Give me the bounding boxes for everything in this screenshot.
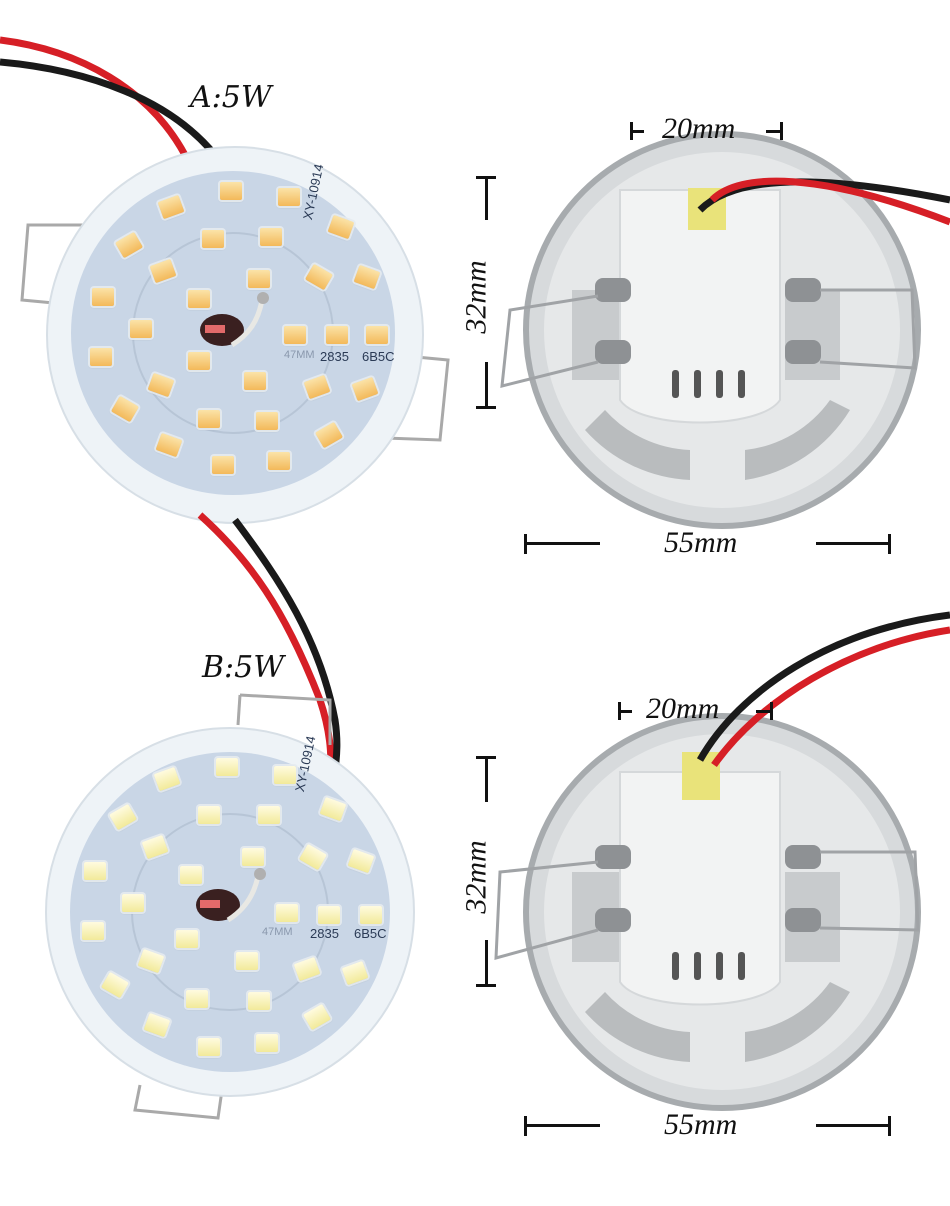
dimension-line bbox=[630, 130, 644, 133]
dimension-tick bbox=[770, 702, 773, 720]
led bbox=[242, 848, 264, 866]
dimension-line bbox=[524, 1124, 600, 1127]
led bbox=[188, 290, 210, 308]
led bbox=[318, 906, 340, 924]
led bbox=[198, 410, 220, 428]
led bbox=[366, 326, 388, 344]
led bbox=[278, 188, 300, 206]
led bbox=[180, 866, 202, 884]
dimension-tick bbox=[476, 406, 496, 409]
led bbox=[260, 228, 282, 246]
dimension-tick bbox=[618, 702, 621, 720]
led bbox=[198, 1038, 220, 1056]
pcb-led-type-marking: 2835 bbox=[310, 926, 339, 941]
led bbox=[176, 930, 198, 948]
dimension-diameter: 55mm bbox=[664, 1108, 738, 1141]
led bbox=[90, 348, 112, 366]
dimension-tick bbox=[630, 122, 633, 140]
led bbox=[212, 456, 234, 474]
dimension-line bbox=[485, 940, 488, 986]
led bbox=[248, 270, 270, 288]
pcb-code-marking: 6B5C bbox=[362, 349, 395, 364]
led bbox=[258, 806, 280, 824]
dimension-width-top: 20mm bbox=[662, 112, 736, 145]
led bbox=[248, 992, 270, 1010]
led bbox=[122, 894, 144, 912]
variant-a-label: A:5W bbox=[190, 80, 272, 115]
led bbox=[186, 990, 208, 1008]
dimension-line bbox=[816, 542, 890, 545]
dimension-tick bbox=[780, 122, 783, 140]
pcb-led-type-marking: 2835 bbox=[320, 349, 349, 364]
dimension-tick bbox=[476, 984, 496, 987]
dimension-line bbox=[485, 362, 488, 408]
led bbox=[244, 372, 266, 390]
pcb-code-marking: 6B5C bbox=[354, 926, 387, 941]
led bbox=[360, 906, 382, 924]
led bbox=[92, 288, 114, 306]
led bbox=[202, 230, 224, 248]
variant-b-label: B:5W bbox=[202, 650, 285, 685]
dimension-line bbox=[766, 130, 780, 133]
dimension-width-top: 20mm bbox=[646, 692, 720, 725]
led bbox=[198, 806, 220, 824]
led bbox=[82, 922, 104, 940]
led bbox=[274, 766, 296, 784]
dimension-height: 32mm bbox=[459, 840, 493, 914]
led bbox=[84, 862, 106, 880]
led bbox=[188, 352, 210, 370]
led bbox=[256, 412, 278, 430]
led bbox=[256, 1034, 278, 1052]
led bbox=[268, 452, 290, 470]
dimension-line bbox=[618, 710, 632, 713]
led bbox=[216, 758, 238, 776]
led bbox=[326, 326, 348, 344]
pcb-diameter-marking: 47MM bbox=[284, 349, 315, 361]
dimension-diameter: 55mm bbox=[664, 526, 738, 559]
led bbox=[220, 182, 242, 200]
dimension-tick bbox=[888, 1116, 891, 1136]
led bbox=[276, 904, 298, 922]
pcb-diameter-marking: 47MM bbox=[262, 926, 293, 938]
led bbox=[236, 952, 258, 970]
dimension-line bbox=[816, 1124, 890, 1127]
dimension-line bbox=[524, 542, 600, 545]
led bbox=[130, 320, 152, 338]
led bbox=[284, 326, 306, 344]
dimension-line bbox=[756, 710, 770, 713]
dimension-line bbox=[485, 756, 488, 802]
dimension-line bbox=[485, 176, 488, 220]
dimension-tick bbox=[888, 534, 891, 554]
